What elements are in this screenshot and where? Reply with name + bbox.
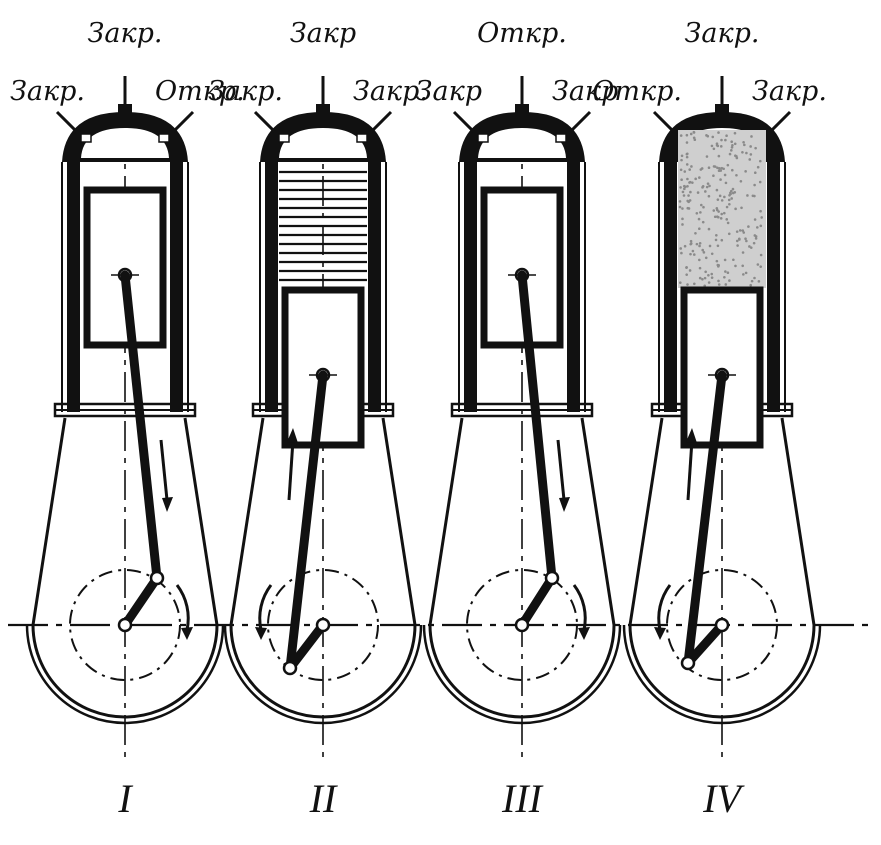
intake-valve (452, 110, 489, 143)
intake-valve (55, 110, 92, 143)
label-spark-state: Закр. (88, 18, 163, 49)
label-spark-state: Закр. (685, 18, 760, 49)
exhaust-valve (158, 110, 195, 143)
piston-motion-arrow (159, 439, 169, 501)
crank-arm (683, 620, 727, 668)
combustion-chamber (81, 128, 169, 158)
exhaust-valve (356, 110, 393, 143)
crank-pin (544, 570, 560, 586)
crank-circle (666, 569, 778, 681)
rotation-arrowhead (654, 627, 666, 640)
cylinder-wall-right (368, 162, 381, 412)
piston-motion-arrow (287, 439, 295, 501)
piston-motion-arrowhead (559, 497, 570, 512)
crank-arm (285, 620, 328, 673)
piston-motion-arrow (686, 439, 694, 501)
connecting-rod (683, 370, 727, 668)
exhaust-valve (555, 110, 592, 143)
piston-motion-arrowhead (287, 428, 298, 443)
piston-motion-arrow (556, 439, 566, 501)
rotation-arrow (572, 584, 587, 631)
cylinder-wall-left (265, 162, 278, 412)
label-exhaust-state: Закр. (752, 76, 827, 107)
piston (680, 286, 764, 449)
spark-plug (715, 104, 729, 114)
crank-arm (517, 573, 557, 630)
spark-plug (515, 104, 529, 114)
connecting-rod (285, 370, 328, 673)
cylinder-wall-left (67, 162, 80, 412)
burning-gases (678, 130, 766, 288)
label-spark-state: Откр. (477, 18, 567, 49)
connecting-rod (517, 270, 557, 583)
crankshaft-journal (315, 617, 331, 633)
stroke-numeral: IV (702, 776, 745, 821)
crank-arm (120, 573, 162, 630)
label-exhaust-state: Откр. (155, 76, 245, 107)
label-intake-state: Закр. (208, 76, 283, 107)
piston (83, 186, 167, 349)
combustion-chamber (478, 128, 566, 158)
crankshaft-journal (714, 617, 730, 633)
rotation-arrow (175, 584, 190, 631)
crankshaft-journal (514, 617, 530, 633)
crank-circle (466, 569, 578, 681)
crank-pin (282, 660, 298, 676)
stroke-numeral: III (501, 776, 544, 821)
stroke-numeral: I (117, 776, 133, 821)
crank-circle (69, 569, 181, 681)
rotation-arrowhead (181, 627, 193, 640)
label-exhaust-state: Закр (552, 76, 618, 107)
piston (281, 286, 365, 449)
combustion-chamber (279, 128, 367, 158)
rotation-arrow (258, 584, 273, 631)
engine-IV: Закр.Откр.Закр.IV (592, 18, 827, 821)
cylinder-wall-right (567, 162, 580, 412)
compressed-mixture (279, 170, 367, 282)
cylinder-wall-right (170, 162, 183, 412)
cylinder-wall-left (464, 162, 477, 412)
piston (480, 186, 564, 349)
label-spark-state: Закр (290, 18, 356, 49)
label-intake-state: Откр. (592, 76, 682, 107)
spark-plug (316, 104, 330, 114)
crank-circle (267, 569, 379, 681)
rotation-arrow (657, 584, 672, 631)
label-intake-state: Закр (416, 76, 482, 107)
rotation-arrowhead (255, 627, 267, 640)
spark-plug (118, 104, 132, 114)
rotation-arrowhead (578, 627, 590, 640)
piston-motion-arrowhead (686, 428, 697, 443)
engine-I: Закр.Закр. Откр. I (10, 18, 245, 821)
cylinder-wall-left (664, 162, 677, 412)
stroke-numeral: II (309, 776, 338, 821)
crank-pin (149, 570, 165, 586)
label-exhaust-state: Закр. (353, 76, 428, 107)
label-intake-state: Закр. (10, 76, 85, 107)
crankshaft-journal (117, 617, 133, 633)
connecting-rod (120, 270, 162, 583)
crank-pin (680, 655, 696, 671)
piston-motion-arrowhead (162, 497, 173, 512)
cylinder-wall-right (767, 162, 780, 412)
intake-valve (253, 110, 290, 143)
